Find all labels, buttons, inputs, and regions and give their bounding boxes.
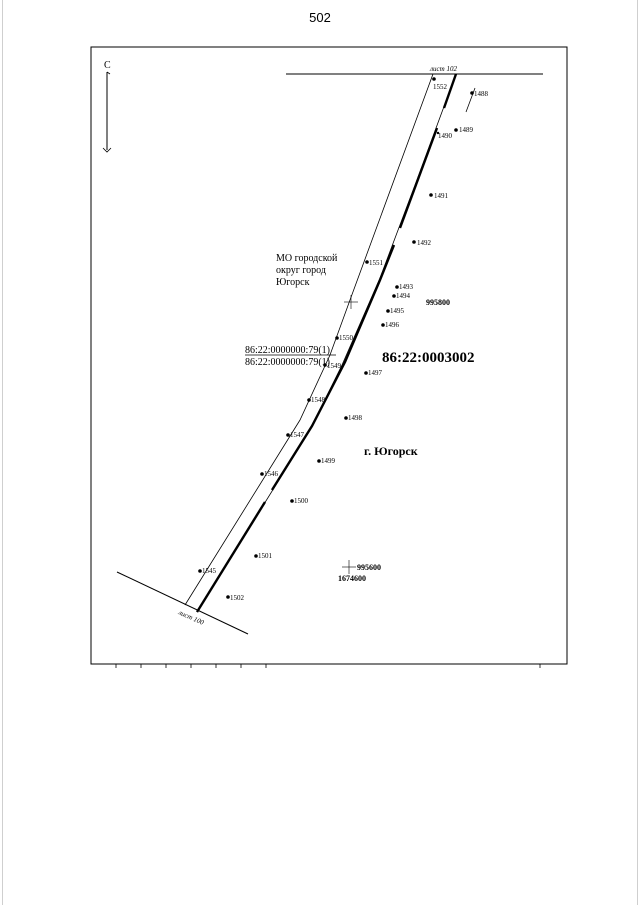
point-label: 1498 bbox=[348, 414, 363, 422]
point-label: 1499 bbox=[321, 457, 336, 465]
point-label: 1545 bbox=[202, 567, 217, 575]
survey-point bbox=[307, 398, 311, 402]
survey-point bbox=[323, 363, 327, 367]
grid-label-x1: 1674600 bbox=[338, 574, 366, 583]
point-label: 1502 bbox=[230, 594, 245, 602]
quarter-boundary-seg2 bbox=[398, 127, 439, 229]
survey-point bbox=[436, 131, 440, 135]
corridor-right-boundary bbox=[196, 73, 457, 613]
point-label: 1496 bbox=[385, 321, 400, 329]
municipality-label-line2: округ город bbox=[276, 265, 326, 276]
municipality-label-line1: МО городской bbox=[276, 253, 338, 264]
point-label: 1500 bbox=[294, 497, 309, 505]
point-label: 1552 bbox=[433, 83, 448, 91]
quarter-boundary-seg4 bbox=[195, 501, 267, 613]
survey-point bbox=[260, 472, 264, 476]
page-edge-right bbox=[637, 0, 638, 905]
survey-point bbox=[344, 416, 348, 420]
quarter-boundary-seg1 bbox=[442, 73, 458, 109]
point-label: 1501 bbox=[258, 552, 273, 560]
sheet-boundary-bottom bbox=[116, 571, 249, 635]
survey-point bbox=[365, 260, 369, 264]
point-label: 1549 bbox=[327, 362, 342, 370]
point-label: 1492 bbox=[417, 239, 432, 247]
quarter-number: 86:22:0003002 bbox=[382, 350, 475, 366]
point-label: 1548 bbox=[311, 396, 326, 404]
point-label: 1551 bbox=[369, 259, 384, 267]
survey-point bbox=[381, 323, 385, 327]
survey-point bbox=[290, 499, 294, 503]
grid-label-y1: 995800 bbox=[426, 298, 450, 307]
survey-points: 1552 1488 1489 1490 1491 1492 1551 1493 … bbox=[198, 77, 489, 602]
survey-point bbox=[364, 371, 368, 375]
map-frame bbox=[90, 46, 568, 665]
page-number: 502 bbox=[309, 10, 331, 25]
survey-point bbox=[386, 309, 390, 313]
survey-point bbox=[335, 336, 339, 340]
north-arrow-icon bbox=[102, 71, 112, 153]
survey-point bbox=[317, 459, 321, 463]
sheet-label-bottom: лист 100 bbox=[176, 608, 205, 627]
point-label: 1546 bbox=[264, 470, 279, 478]
point-label: 1494 bbox=[396, 292, 411, 300]
corridor-left-boundary bbox=[184, 73, 434, 606]
point-label: 1495 bbox=[390, 307, 405, 315]
point-label: 1488 bbox=[474, 90, 489, 98]
survey-point bbox=[392, 294, 396, 298]
page-edge-left bbox=[2, 0, 3, 905]
point-label: 1493 bbox=[399, 283, 414, 291]
point-label: 1490 bbox=[438, 132, 453, 140]
point-label: 1489 bbox=[459, 126, 474, 134]
north-label: С bbox=[104, 60, 111, 71]
parcel-label-2: 86:22:0000000:79(1) bbox=[245, 357, 330, 368]
frame-ticks bbox=[115, 664, 541, 668]
grid-label-y2: 995600 bbox=[357, 563, 381, 572]
city-label: г. Югорск bbox=[364, 444, 418, 458]
survey-point bbox=[395, 285, 399, 289]
parcel-label-1: 86:22:0000000:79(1) bbox=[245, 345, 330, 356]
survey-point bbox=[286, 433, 290, 437]
point-label: 1550 bbox=[339, 334, 354, 342]
survey-point bbox=[412, 240, 416, 244]
survey-point bbox=[454, 128, 458, 132]
grid-cross bbox=[342, 295, 358, 574]
survey-point bbox=[470, 91, 474, 95]
point-label: 1497 bbox=[368, 369, 383, 377]
survey-point bbox=[226, 595, 230, 599]
point-label: 1547 bbox=[290, 431, 305, 439]
branch-line bbox=[465, 87, 476, 113]
quarter-boundary-seg3 bbox=[270, 244, 396, 491]
sheet-label-top: лист 102 bbox=[429, 65, 457, 73]
survey-point bbox=[198, 569, 202, 573]
municipality-label-line3: Югорск bbox=[276, 277, 310, 288]
point-label: 1491 bbox=[434, 192, 449, 200]
survey-point bbox=[429, 193, 433, 197]
survey-point bbox=[254, 554, 258, 558]
survey-point bbox=[432, 77, 436, 81]
